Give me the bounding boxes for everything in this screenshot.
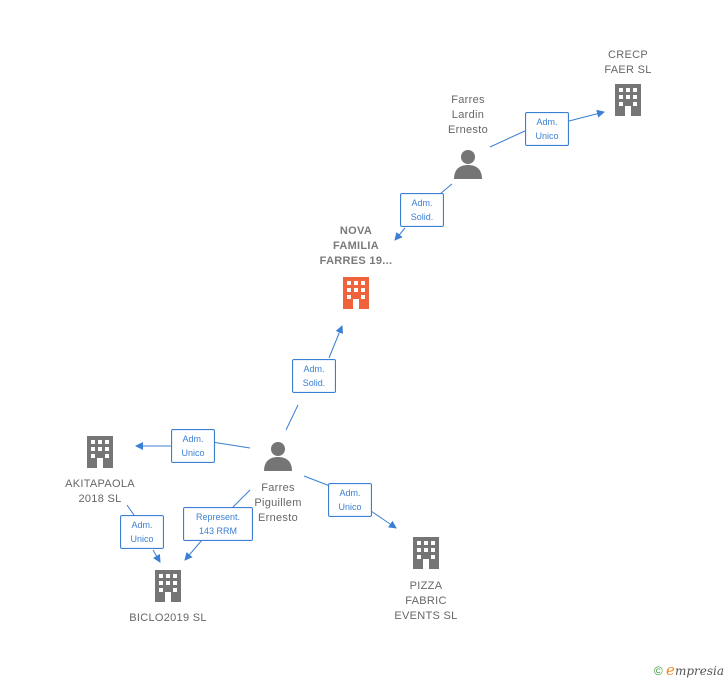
node-label: AKITAPAOLA 2018 SL [65, 478, 135, 505]
edge-lardin-crecp [489, 112, 604, 148]
building-icon [615, 84, 641, 116]
node-nova-familia[interactable]: NOVA FAMILIA FARRES 19... [306, 224, 406, 316]
node-farres-lardin[interactable]: Farres Lardin Ernesto [428, 93, 508, 185]
edge-badge-piguillem-pizza[interactable]: Adm. Unico [328, 483, 372, 517]
building-icon [343, 277, 369, 309]
edge-piguillem-akita [136, 442, 251, 448]
edge-lardin-nova [395, 183, 453, 240]
person-icon [454, 150, 482, 179]
node-pizza[interactable]: PIZZA FABRIC EVENTS SL [384, 535, 468, 624]
brand-name: mpresia [674, 664, 724, 678]
node-label: Farres Piguillem Ernesto [254, 482, 302, 524]
building-icon [87, 436, 113, 468]
edge-badge-piguillem-akita[interactable]: Adm. Unico [171, 429, 215, 463]
node-label: NOVA FAMILIA FARRES 19... [319, 225, 393, 267]
edge-piguillem-nova [285, 326, 342, 431]
node-label: CRECP FAER SL [604, 49, 652, 76]
edge-piguillem-pizza [303, 475, 396, 528]
node-akitapaola[interactable]: AKITAPAOLA 2018 SL [55, 434, 145, 507]
node-label: Farres Lardin Ernesto [447, 94, 488, 136]
brand-initial: e [666, 661, 675, 679]
brand-footer: © empresia [654, 661, 724, 679]
edge-badge-akita-biclo[interactable]: Adm. Unico [120, 515, 164, 549]
edge-badge-lardin-crecp[interactable]: Adm. Unico [525, 112, 569, 146]
node-crecp[interactable]: CRECP FAER SL [588, 48, 668, 123]
edge-badge-piguillem-nova[interactable]: Adm. Solid. [292, 359, 336, 393]
node-label: BICLO2019 SL [129, 612, 207, 624]
edge-piguillem-biclo [185, 489, 251, 560]
building-icon [413, 537, 439, 569]
copyright-symbol: © [653, 664, 663, 678]
building-icon [155, 570, 181, 602]
node-farres-piguillem[interactable]: Farres Piguillem Ernesto [238, 440, 318, 526]
edge-badge-lardin-nova[interactable]: Adm. Solid. [400, 193, 444, 227]
edge-badge-piguillem-biclo[interactable]: Represent. 143 RRM [183, 507, 253, 541]
person-icon [264, 442, 292, 471]
node-label: PIZZA FABRIC EVENTS SL [394, 580, 458, 622]
node-biclo[interactable]: BICLO2019 SL [118, 568, 218, 626]
